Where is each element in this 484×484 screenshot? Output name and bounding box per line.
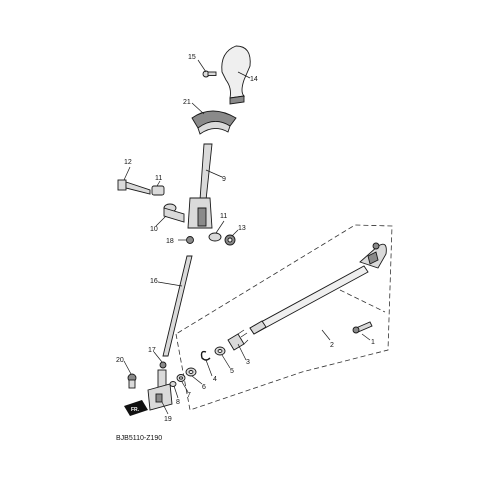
boundary-divider [339,289,386,313]
pivot-bolt [117,179,151,195]
shift-rod [162,255,193,357]
callout-7: 7 [187,392,191,399]
shift-boot [191,110,237,135]
callout-12: 12 [124,159,132,166]
callout-9: 9 [222,176,226,183]
callout-3: 3 [246,359,250,366]
bushing-left [151,185,165,196]
callout-15: 15 [188,54,196,61]
shift-shaft [249,242,387,335]
callout-17: 17 [148,347,156,354]
bushing-right [208,232,222,242]
callout-4: 4 [213,376,217,383]
collar [163,203,185,223]
callout-11-left: 11 [155,175,162,182]
shaft-washer [214,346,226,356]
callout-13: 13 [238,225,246,232]
shift-knob [221,45,251,105]
callout-1: 1 [371,339,375,346]
drawing-code: BJB5110-Z190 [116,435,162,442]
callout-18: 18 [166,238,174,245]
washers [169,367,197,387]
callout-6: 6 [202,384,206,391]
shaft-bolt [352,321,373,334]
callout-14: 14 [250,76,258,83]
bracket-bolt [127,373,137,389]
lock-nut [224,234,236,246]
callout-21: 21 [183,99,191,106]
assembly-boundary [175,224,393,411]
shift-arm [227,329,249,351]
lower-bracket [147,361,173,411]
callout-2: 2 [330,342,334,349]
callout-19: 19 [164,416,172,423]
shift-lever [187,143,213,229]
front-marker: FR. [124,400,148,416]
callout-5: 5 [230,368,234,375]
front-marker-label: FR. [131,407,140,413]
callout-16: 16 [150,278,158,285]
callout-11-right: 11 [220,213,227,220]
rod-nut [186,236,194,244]
callout-10: 10 [150,226,158,233]
knob-screw [202,70,217,78]
leader-lines [123,59,371,415]
circlip [200,350,211,361]
callout-8: 8 [176,399,180,406]
callout-20: 20 [116,357,124,364]
